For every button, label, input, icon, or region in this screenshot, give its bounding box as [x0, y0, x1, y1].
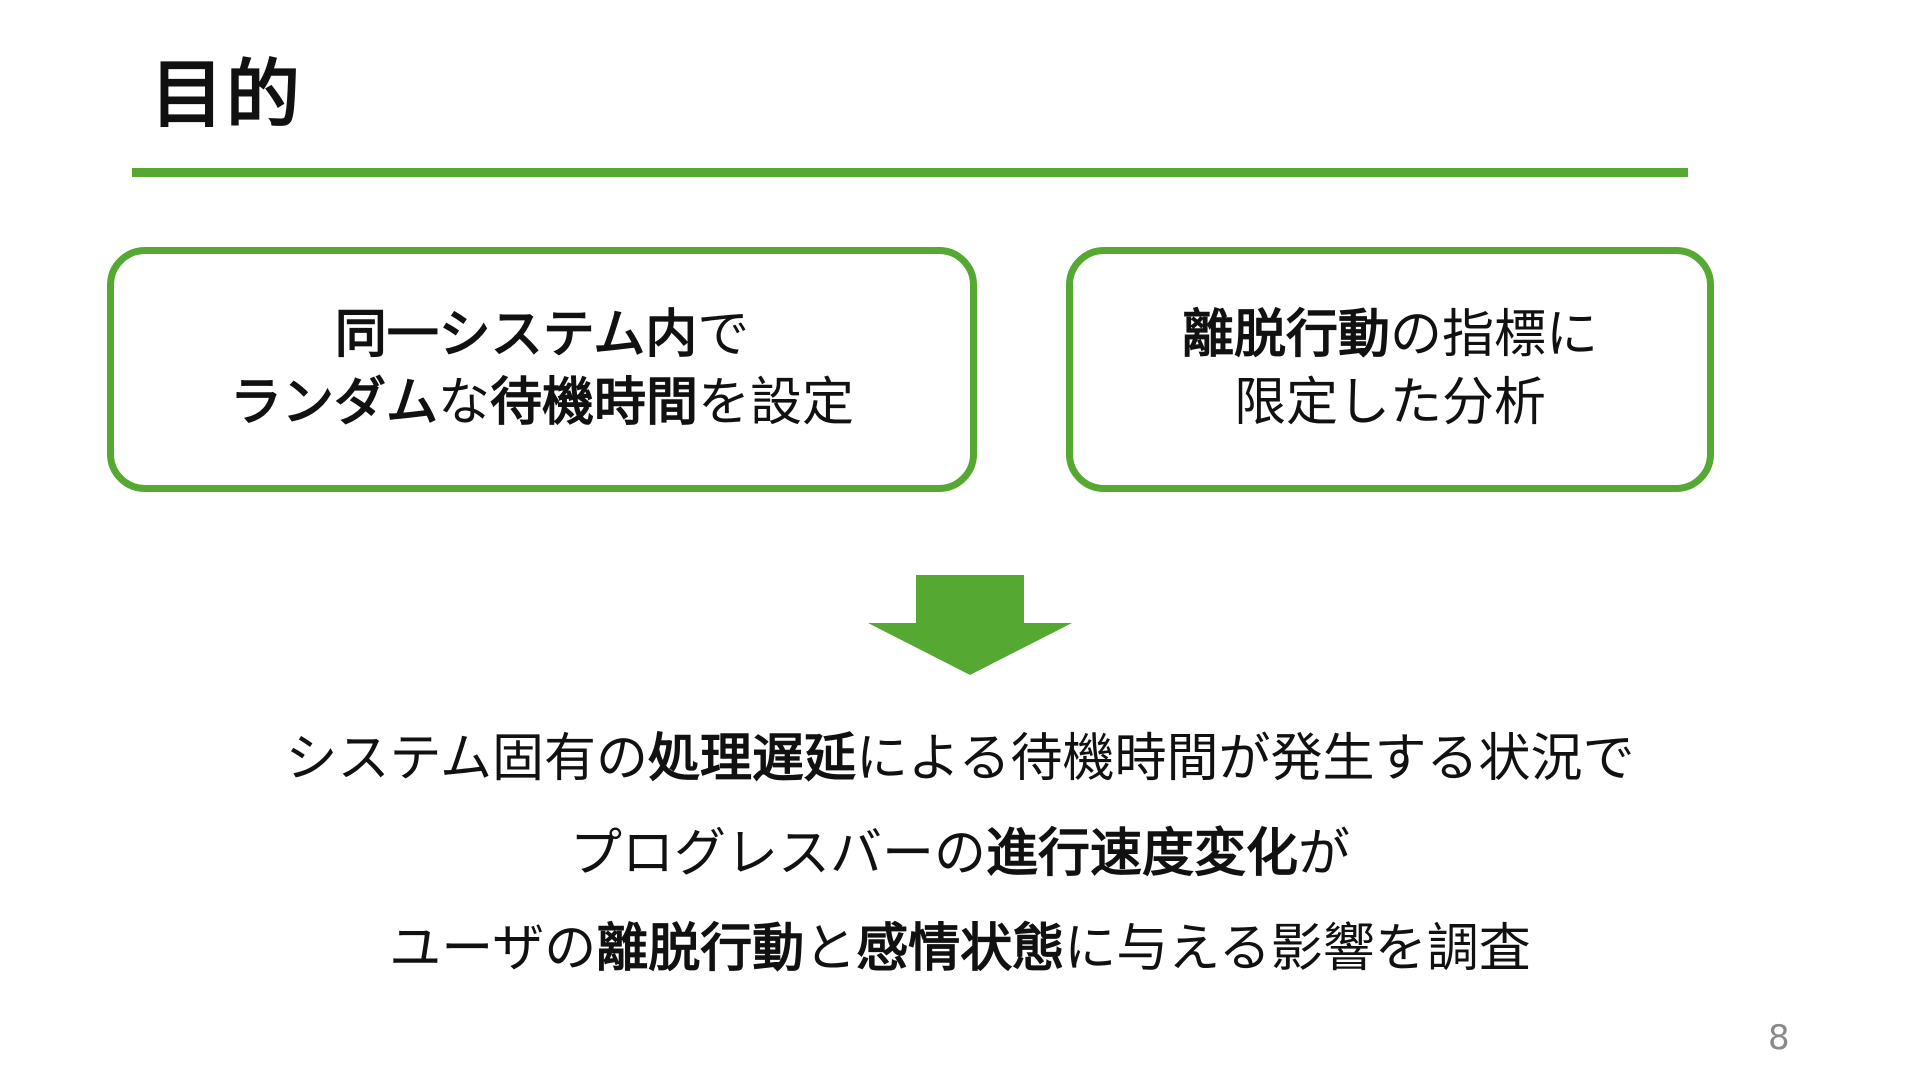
slide-title: 目的 [150, 52, 302, 138]
plain-text: ユーザの [389, 919, 597, 979]
bold-text: 同一システム内 [334, 304, 698, 365]
plain-text: な [437, 372, 490, 433]
bold-text: 進行速度変化 [985, 824, 1298, 884]
research-objective-statement: システム固有の処理遅延による待機時間が発生する状況で プログレスバーの進行速度変… [0, 712, 1920, 997]
bold-text: ランダム [229, 372, 438, 433]
down-arrow-icon [868, 575, 1072, 675]
plain-text: に与える影響を調査 [1064, 919, 1531, 979]
plain-text: の指標に [1390, 304, 1599, 365]
objective-line-1: システム固有の処理遅延による待機時間が発生する状況で [0, 712, 1920, 807]
page-number: 8 [1768, 1018, 1790, 1058]
plain-text: と [804, 919, 857, 979]
bold-text: 離脱行動 [596, 919, 805, 979]
premise-line-1: 同一システム内で [335, 302, 749, 370]
premise-box-exit-behavior: 離脱行動の指標に 限定した分析 [1066, 247, 1714, 492]
objective-line-2: プログレスバーの進行速度変化が [0, 807, 1920, 902]
bold-text: 離脱行動 [1181, 304, 1390, 365]
bold-text: 処理遅延 [647, 729, 856, 789]
premise-line-2: 限定した分析 [1233, 372, 1546, 433]
plain-text: が [1298, 824, 1351, 884]
bold-text: 感情状態 [856, 919, 1065, 979]
plain-text: を設定 [698, 372, 855, 433]
objective-line-3: ユーザの離脱行動と感情状態に与える影響を調査 [0, 902, 1920, 997]
premise-line-2: ランダムな待機時間を設定 [230, 370, 854, 438]
plain-text: システム固有の [285, 729, 648, 789]
premise-box-random-wait: 同一システム内で ランダムな待機時間を設定 [107, 247, 977, 492]
plain-text: プログレスバーの [569, 824, 986, 884]
premise-line-1: 離脱行動の指標に [1182, 302, 1598, 370]
plain-text: による待機時間が発生する状況で [856, 729, 1635, 789]
title-underline [132, 168, 1688, 177]
plain-text: で [697, 304, 750, 365]
bold-text: 待機時間 [490, 372, 699, 433]
